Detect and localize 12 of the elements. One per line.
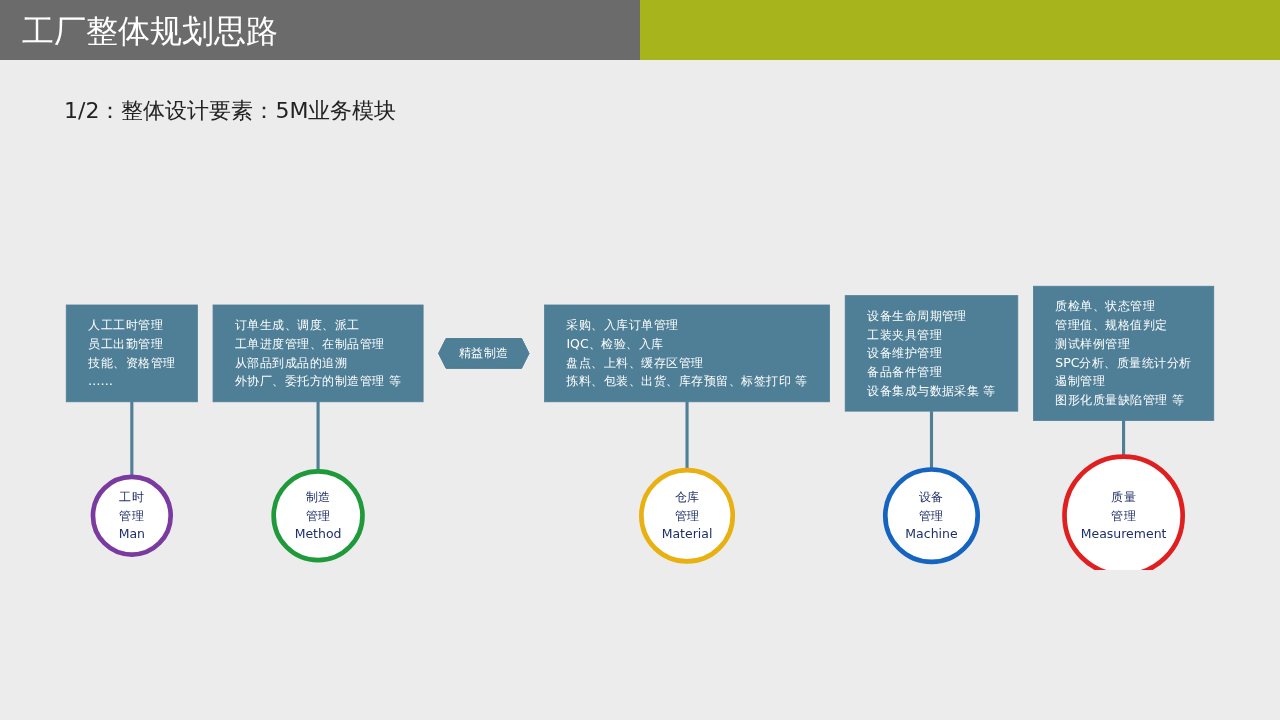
node-circle: 质量 管理 Measurement xyxy=(1062,454,1185,571)
node-circle: 仓库 管理 Material xyxy=(639,467,736,564)
node-box: 设备生命周期管理 工装夹具管理 设备维护管理 备品备件管理 设备集成与数据采集 等 xyxy=(844,295,1019,412)
node-box: 人工工时管理 员工出勤管理 技能、资格管理 …… xyxy=(65,304,198,403)
node-box: 质检单、状态管理 管理值、规格值判定 测试样例管理 SPC分析、质量统计分析 遏制管理 图形化质量缺陷管理 等 xyxy=(1033,285,1215,421)
slide-title: 工厂整体规划思路 xyxy=(22,11,278,52)
subtitle-text: 1/2：整体设计要素：5M业务模块 xyxy=(64,97,397,125)
node-box: 采购、入库订单管理 IQC、检验、入库 盘点、上料、缓存区管理 拣料、包装、出货、库存预留、标签打印 等 xyxy=(544,304,830,403)
node-box: 订单生成、调度、派工 工单进度管理、在制品管理 从部品到成品的追溯 外协厂、委托方的制造管理 等 xyxy=(212,304,424,403)
node-circle: 工时 管理 Man xyxy=(90,474,173,557)
node-circle: 设备 管理 Machine xyxy=(882,467,981,565)
node-circle: 制造 管理 Method xyxy=(271,468,365,563)
